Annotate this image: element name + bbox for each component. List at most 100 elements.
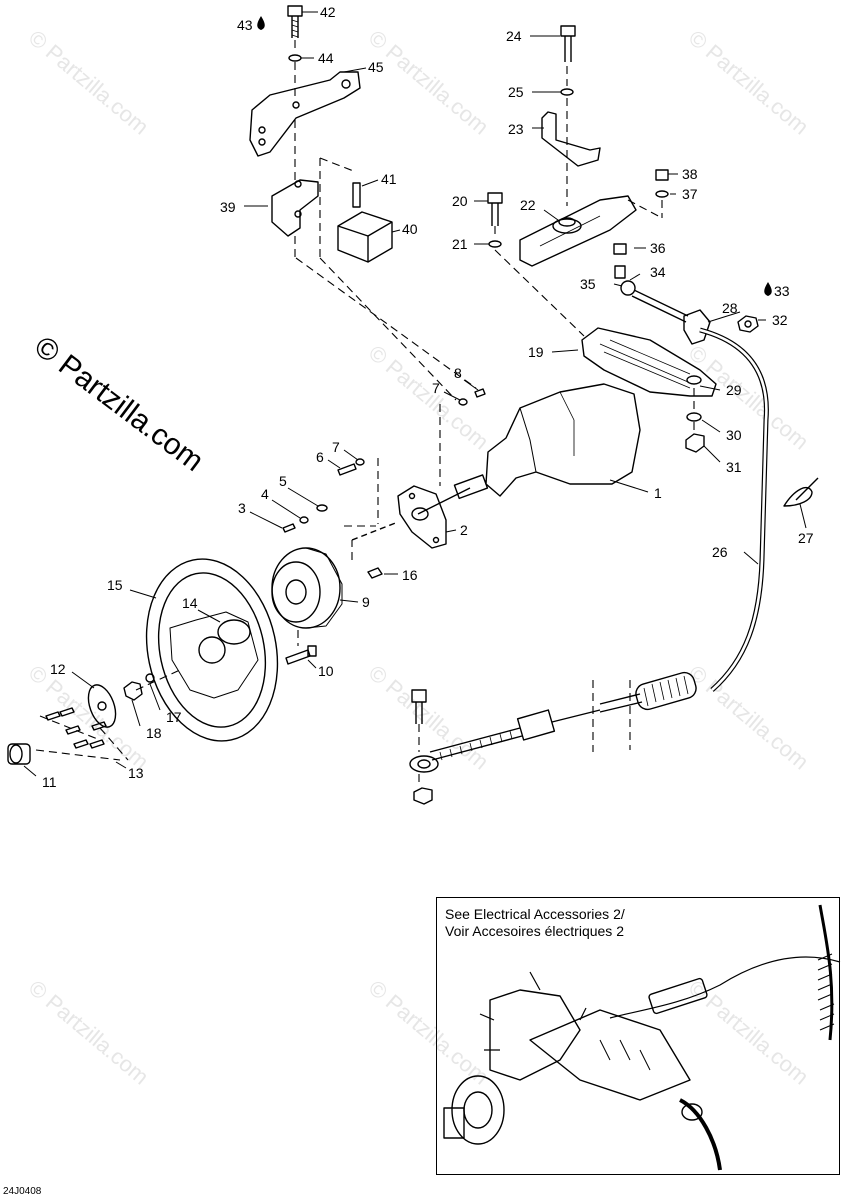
callout-label: 17 <box>166 709 182 725</box>
nut-part <box>613 243 627 255</box>
callout-label: 28 <box>722 300 738 316</box>
washer-part <box>686 375 702 385</box>
callout-label: 4 <box>261 486 269 502</box>
bracket-part <box>541 111 601 167</box>
washer-part <box>686 412 702 422</box>
washer-part <box>655 190 669 198</box>
callout-label: 31 <box>726 459 742 475</box>
callout-label: 22 <box>520 197 536 213</box>
callout-label: 43 <box>237 17 253 33</box>
callout-label: 8 <box>454 365 462 381</box>
callout-label: 21 <box>452 236 468 252</box>
screw-part <box>282 523 296 533</box>
cap-part <box>7 743 31 765</box>
callout-label: 14 <box>182 595 198 611</box>
callout-label: 5 <box>279 473 287 489</box>
washer-part <box>458 398 468 406</box>
plate-part <box>397 485 447 549</box>
steering-column-part <box>485 383 641 497</box>
callout-label: 7 <box>432 380 440 396</box>
plate-part <box>519 195 637 267</box>
inset-caption: See Electrical Accessories 2/ Voir Acces… <box>445 906 625 940</box>
callout-label: 37 <box>682 186 698 202</box>
callout-label: 9 <box>362 594 370 610</box>
callout-label: 42 <box>320 4 336 20</box>
hub-part <box>217 619 251 645</box>
washer-part <box>316 504 328 512</box>
block-part <box>337 211 393 263</box>
fitting-part <box>683 309 711 345</box>
cable-sheath-part <box>429 671 697 761</box>
callout-label: 18 <box>146 725 162 741</box>
plate-part <box>581 327 717 397</box>
bolt-part <box>560 25 576 37</box>
callout-label: 32 <box>772 312 788 328</box>
screw-part <box>474 388 486 398</box>
pin-part <box>352 182 361 208</box>
bracket-part <box>249 71 361 157</box>
nut-part <box>655 169 669 181</box>
eye-end-part <box>409 755 439 773</box>
callout-label: 45 <box>368 59 384 75</box>
screw-set-part <box>45 707 107 749</box>
callout-label: 20 <box>452 193 468 209</box>
key-part <box>367 567 383 579</box>
callout-label: 23 <box>508 121 524 137</box>
callout-label: 24 <box>506 28 522 44</box>
bolt-part <box>287 5 303 17</box>
callout-label: 33 <box>774 283 790 299</box>
callout-label: 12 <box>50 661 66 677</box>
callout-label: 34 <box>650 264 666 280</box>
callout-label: 25 <box>508 84 524 100</box>
callout-label: 27 <box>798 530 814 546</box>
washer-part <box>145 673 155 683</box>
figure-id: 24J0408 <box>3 1186 42 1197</box>
callout-label: 35 <box>580 276 596 292</box>
callout-label: 29 <box>726 382 742 398</box>
callout-label: 6 <box>316 449 324 465</box>
callout-label: 26 <box>712 544 728 560</box>
inset-caption-line: Voir Accesoires électriques 2 <box>445 923 624 939</box>
inset-drawing <box>443 904 841 1171</box>
callout-label: 19 <box>528 344 544 360</box>
washer-part <box>355 458 365 466</box>
adapter-plate-part <box>87 684 117 728</box>
callout-label: 30 <box>726 427 742 443</box>
callout-label: 41 <box>381 171 397 187</box>
nut-part <box>685 433 705 453</box>
nut-part <box>737 315 759 333</box>
nut-part <box>123 681 143 701</box>
callout-label: 36 <box>650 240 666 256</box>
callout-label: 40 <box>402 221 418 237</box>
callout-label: 15 <box>107 577 123 593</box>
callout-labels: 43 42 44 45 39 41 40 24 25 23 20 22 21 3… <box>42 4 814 790</box>
callout-label: 2 <box>460 522 468 538</box>
washer-part <box>288 54 302 62</box>
oil-drop-icon <box>257 16 265 30</box>
inset-box: See Electrical Accessories 2/ Voir Acces… <box>436 897 840 1175</box>
inset-caption-line: See Electrical Accessories 2/ <box>445 906 625 922</box>
clamp-part <box>783 487 813 507</box>
callout-label: 38 <box>682 166 698 182</box>
assembly-lines <box>35 40 695 786</box>
washer-part <box>488 240 502 248</box>
callout-label: 39 <box>220 199 236 215</box>
washer-part <box>299 516 309 524</box>
callout-label: 11 <box>42 774 57 790</box>
ball-joint-part <box>620 280 636 296</box>
leader-lines <box>23 11 807 777</box>
callout-label: 16 <box>402 567 418 583</box>
callout-label: 3 <box>238 500 246 516</box>
callout-label: 7 <box>332 439 340 455</box>
oil-drop-icon <box>764 282 772 296</box>
nut-part <box>413 787 433 805</box>
bolt-part <box>487 192 503 204</box>
callout-label: 1 <box>654 485 662 501</box>
steering-wheel-part <box>145 558 279 742</box>
screw-part <box>337 463 357 476</box>
callout-label: 44 <box>318 50 334 66</box>
bolt-part <box>285 649 311 665</box>
washer-part <box>560 88 574 96</box>
callout-label: 13 <box>128 765 144 781</box>
